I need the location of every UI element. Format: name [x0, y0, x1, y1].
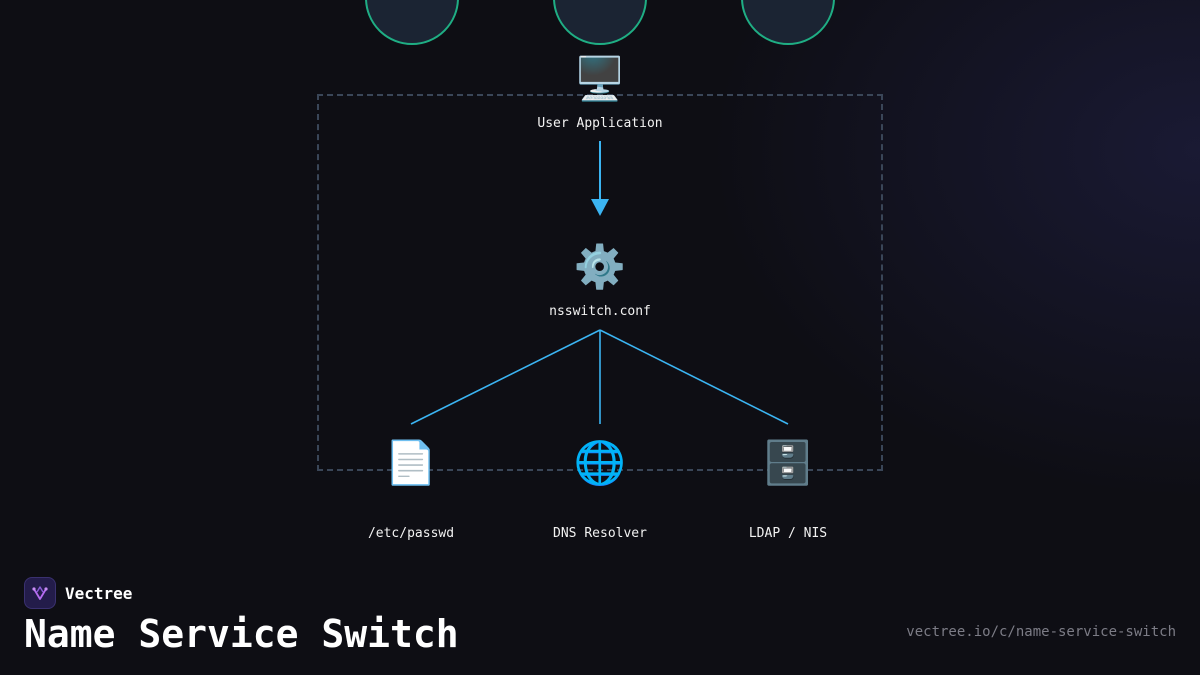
brand: Vectree [24, 577, 132, 609]
edge-config-to-files [410, 329, 601, 425]
document-icon: 📄 [384, 438, 438, 487]
globe-icon: 🌐 [573, 438, 627, 487]
node-label-dns: DNS Resolver [553, 526, 647, 541]
page-title: Name Service Switch [24, 612, 459, 656]
node-label-files: /etc/passwd [367, 526, 455, 541]
gear-icon: ⚙️ [573, 242, 627, 291]
brand-logo-icon [24, 577, 56, 609]
brand-name: Vectree [65, 583, 133, 603]
desktop-computer-icon: 🖥️ [573, 54, 627, 103]
file-cabinet-icon: 🗄️ [761, 438, 815, 487]
edge-config-to-ldap [599, 329, 789, 425]
source-url: vectree.io/c/name-service-switch [906, 624, 1176, 640]
node-label-app: User Application [537, 116, 663, 131]
edge-app-to-config-arrowhead [591, 199, 609, 216]
node-label-ldap: LDAP / NIS [748, 526, 828, 541]
node-label-config: nsswitch.conf [549, 304, 651, 319]
system-boundary [317, 94, 883, 471]
